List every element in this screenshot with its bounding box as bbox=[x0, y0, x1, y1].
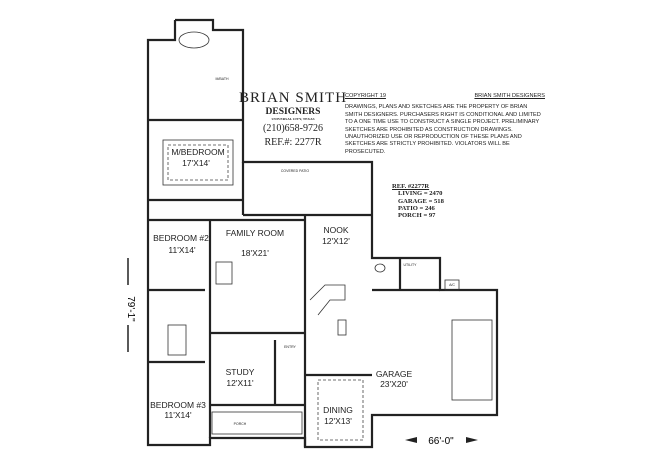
company-sub: DESIGNERS bbox=[265, 107, 321, 117]
room-porch: PORCH bbox=[234, 422, 247, 426]
room-garage-size: 23'X20' bbox=[380, 379, 408, 389]
copyright-label: COPYRIGHT 19 bbox=[345, 93, 386, 99]
stat-living: LIVING = 2470 bbox=[398, 190, 443, 198]
stat-patio: PATIO = 246 bbox=[398, 204, 435, 212]
company-location: UNIVERSAL CITY, TEXAS bbox=[271, 117, 315, 121]
room-ac: A/C bbox=[449, 283, 455, 287]
room-nook-name: NOOK bbox=[323, 225, 348, 235]
room-bed2-name: BEDROOM #2 bbox=[153, 233, 209, 243]
room-entry: ENTRY bbox=[284, 345, 296, 349]
plan-ref: REF.#: 2277R bbox=[264, 137, 322, 148]
company-name: BRIAN SMITH bbox=[238, 90, 348, 106]
area-stats: REF. #2277R LIVING = 2470 GARAGE = 518 P… bbox=[392, 183, 444, 220]
title-block: BRIAN SMITH DESIGNERS UNIVERSAL CITY, TE… bbox=[238, 90, 348, 148]
room-patio: COVERED PATIO bbox=[281, 169, 310, 173]
room-garage-name: GARAGE bbox=[376, 369, 413, 379]
copyright-notice: COPYRIGHT 19 BRIAN SMITH DESIGNERS DRAWI… bbox=[345, 93, 545, 156]
stat-garage: GARAGE = 518 bbox=[398, 197, 444, 205]
room-mbath: M/BATH bbox=[216, 77, 229, 81]
stats-heading: REF. #2277R bbox=[392, 183, 430, 190]
company-phone: (210)658-9726 bbox=[263, 123, 323, 134]
stat-porch: PORCH = 97 bbox=[398, 212, 436, 220]
walls bbox=[146, 18, 499, 449]
depth-label: 79'-1" bbox=[125, 296, 136, 322]
room-nook-size: 12'X12' bbox=[322, 236, 350, 246]
room-labels: M/BATH M/BEDROOM 17'X14' COVERED PATIO B… bbox=[150, 77, 455, 426]
room-bed3-size: 11'X14' bbox=[164, 410, 192, 420]
copyright-owner: BRIAN SMITH DESIGNERS bbox=[474, 93, 545, 99]
room-dining-size: 12'X13' bbox=[324, 416, 352, 426]
dimension-width: 66'-0" bbox=[405, 436, 478, 447]
room-family-size: 18'X21' bbox=[241, 248, 269, 258]
room-mbed-size: 17'X14' bbox=[182, 158, 210, 168]
room-study-name: STUDY bbox=[226, 367, 255, 377]
room-dining-name: DINING bbox=[323, 405, 353, 415]
room-bed2-size: 11'X14' bbox=[168, 245, 196, 255]
legal-text: DRAWINGS, PLANS AND SKETCHES ARE THE PRO… bbox=[345, 104, 541, 155]
dimension-depth: 79'-1" bbox=[125, 258, 136, 352]
room-utility: UTILITY bbox=[403, 263, 417, 267]
room-mbed-name: M/BEDROOM bbox=[171, 147, 224, 157]
room-bed3-name: BEDROOM #3 bbox=[150, 400, 206, 410]
width-label: 66'-0" bbox=[428, 436, 454, 447]
fixtures bbox=[162, 31, 493, 441]
room-family-name: FAMILY ROOM bbox=[226, 228, 284, 238]
room-study-size: 12'X11' bbox=[226, 378, 254, 388]
